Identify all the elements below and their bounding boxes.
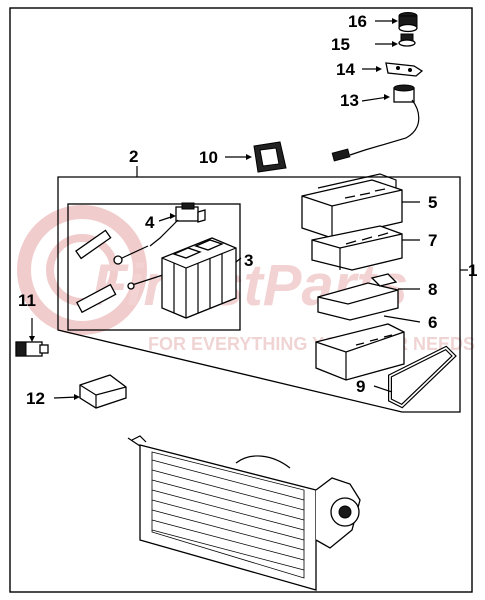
part-14-bracket [385,62,424,77]
watermark: FinestParts FOR EVERYTHING YOUR CAR NEED… [17,205,475,354]
callout-8: 8 [428,280,437,299]
callout-14: 14 [336,60,355,79]
callout-16: 16 [348,12,367,31]
callout-3: 3 [244,251,253,270]
callout-7: 7 [428,231,437,250]
callouts: 16 15 14 13 10 2 4 3 5 7 1 8 6 11 9 12 [18,12,477,408]
part-3-evaporator [161,237,237,319]
part-12-module [79,374,127,409]
part-15-nut [398,33,416,47]
condenser [127,435,361,591]
part-16-cap [398,12,418,33]
callout-4: 4 [145,213,155,232]
callout-9: 9 [356,377,365,396]
callout-15: 15 [331,35,350,54]
callout-13: 13 [340,91,359,110]
callout-5: 5 [428,193,437,212]
part-8-lower-case [317,273,399,321]
part-11-switch [15,341,49,357]
part-4-valve [113,202,206,265]
part-7-case [311,225,403,271]
part-5-upper-case [301,173,403,239]
callout-10: 10 [199,148,218,167]
part-10-gasket [253,141,287,173]
part-6-housing [315,323,405,381]
callout-11: 11 [18,291,36,310]
callout-12: 12 [26,389,45,408]
outer-frame [9,7,473,593]
leader-lines [29,18,468,400]
part-13-sensor [331,84,420,162]
watermark-tagline: FOR EVERYTHING YOUR CAR NEEDS [148,334,475,354]
part-9-seal [388,345,457,409]
assembly-box [57,176,461,413]
insulation-tubes [75,229,167,314]
callout-1: 1 [468,261,477,280]
evaporator-box [67,203,241,331]
callout-6: 6 [428,313,437,332]
callout-2: 2 [129,147,138,166]
